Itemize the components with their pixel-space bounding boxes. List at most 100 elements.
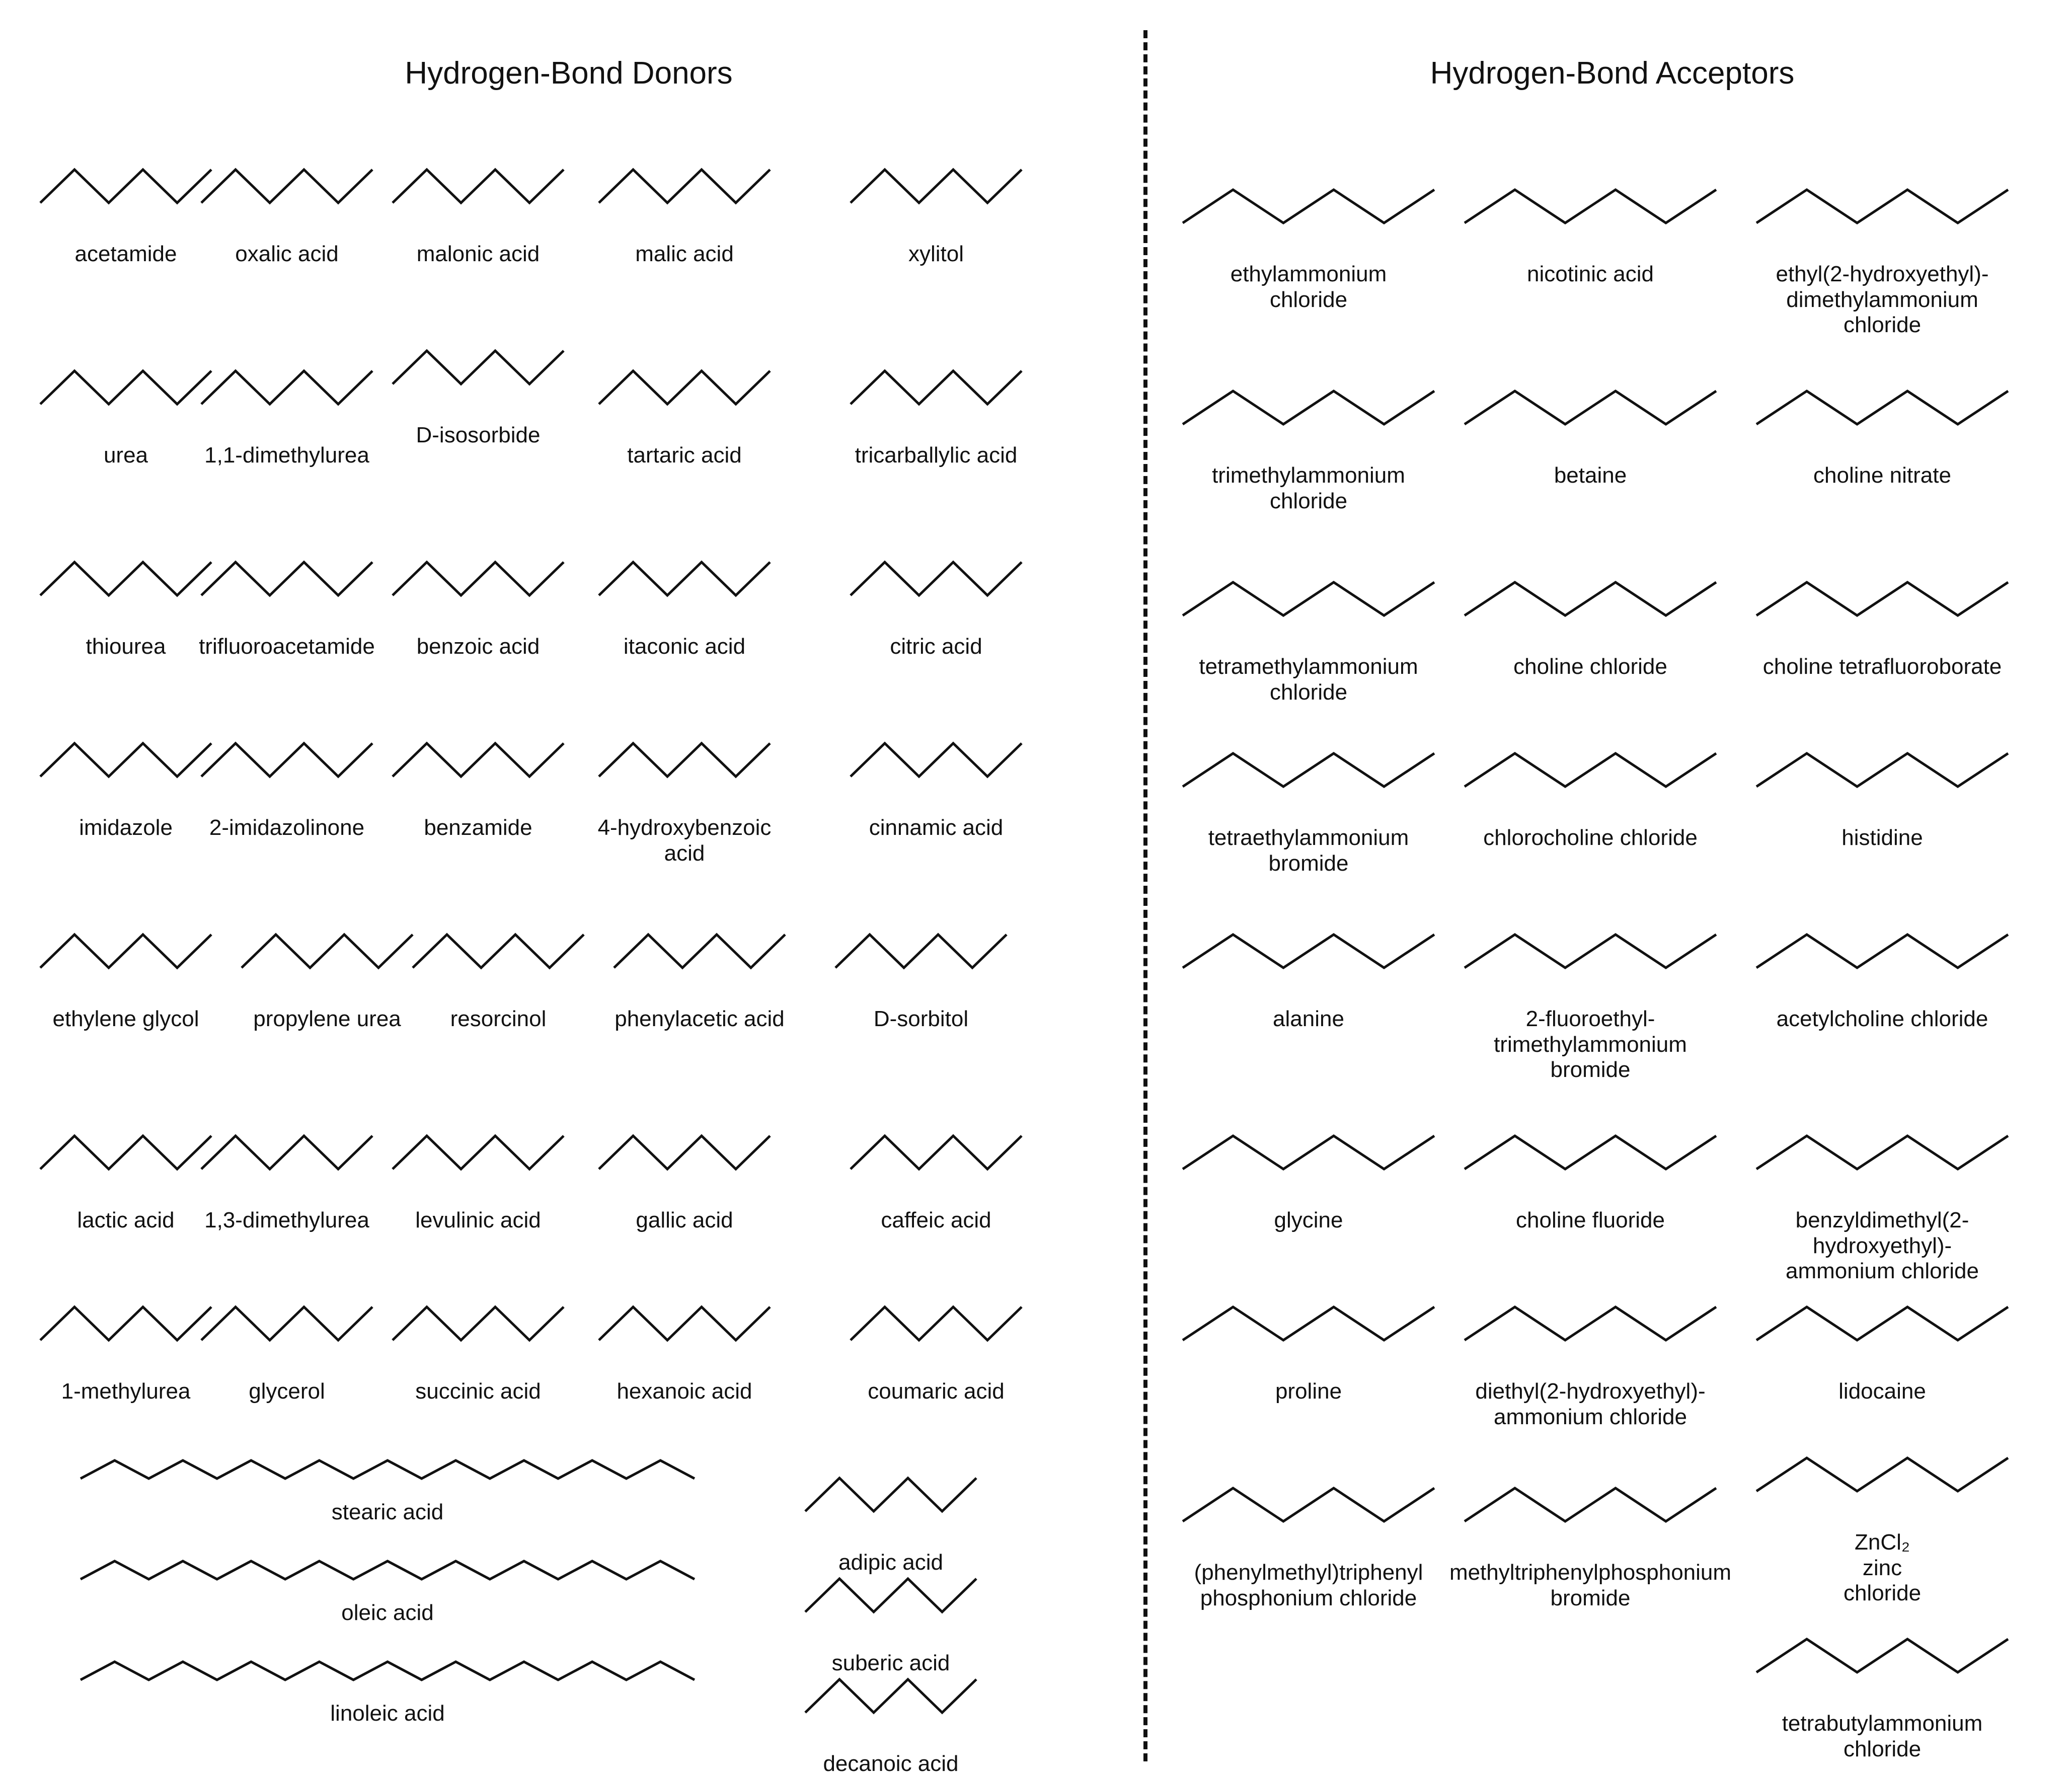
compound-label: lidocaine <box>1838 1379 1926 1404</box>
compound-label: glycine <box>1274 1208 1343 1232</box>
structure-icon <box>598 1305 771 1342</box>
compound-acceptors: 2-fluoroethyl- trimethylammonium bromide <box>1444 896 1736 1083</box>
compound-label: betaine <box>1554 463 1627 488</box>
compound-label: choline chloride <box>1513 654 1667 679</box>
compound-donors: malic acid <box>579 131 790 267</box>
structure-icon <box>392 349 565 386</box>
structure-icon <box>804 1677 977 1715</box>
compound-label: (phenylmethyl)triphenyl phosphonium chlo… <box>1194 1560 1423 1610</box>
compound-label: choline nitrate <box>1813 463 1951 488</box>
compound-label: cinnamic acid <box>869 815 1004 840</box>
structure-icon <box>598 741 771 779</box>
structure-icon <box>1182 752 1435 788</box>
compound-donors: tartaric acid <box>579 332 790 469</box>
compound-donors: lactic acid <box>20 1097 232 1233</box>
compound-donors: D-isosorbide <box>372 312 584 448</box>
structure-icon <box>1464 1134 1717 1171</box>
structure-icon <box>834 933 1008 970</box>
structure-icon <box>598 369 771 406</box>
compound-label: D-sorbitol <box>873 1007 969 1031</box>
compound-label: acetamide <box>74 242 177 266</box>
compound-label: urea <box>103 443 148 468</box>
compound-label: imidazole <box>79 815 173 840</box>
compound-acceptors: diethyl(2-hydroxyethyl)- ammonium chlori… <box>1444 1268 1736 1430</box>
structure-icon <box>39 933 212 970</box>
compound-acceptors: choline tetrafluoroborate <box>1736 544 2028 680</box>
structure-icon <box>613 933 786 970</box>
compound-acceptors: histidine <box>1736 715 2028 851</box>
compound-label: propylene urea <box>253 1007 401 1031</box>
compound-acceptors: methyltriphenylphosphonium bromide <box>1444 1449 1736 1611</box>
compound-label: malic acid <box>635 242 734 266</box>
compound-acceptors: tetramethylammonium chloride <box>1163 544 1454 705</box>
compound-acceptors: acetylcholine chloride <box>1736 896 2028 1032</box>
structure-icon <box>200 1305 373 1342</box>
compound-donors: citric acid <box>830 523 1042 660</box>
compound-label: hexanoic acid <box>617 1379 752 1404</box>
compound-acceptors: proline <box>1163 1268 1454 1405</box>
compound-label: benzyldimethyl(2-hydroxyethyl)- ammonium… <box>1786 1208 1979 1284</box>
structure-icon <box>1464 933 1717 969</box>
structure-icon <box>1182 1134 1435 1171</box>
compound-label: tricarballylic acid <box>855 443 1018 468</box>
compound-donors: stearic acid <box>60 1439 715 1525</box>
structure-icon <box>1755 933 2009 969</box>
compound-label: 4-hydroxybenzoic acid <box>597 815 772 866</box>
acceptors-title: Hydrogen-Bond Acceptors <box>1430 56 1795 91</box>
structure-icon <box>850 369 1023 406</box>
compound-label: 2-fluoroethyl- trimethylammonium bromide <box>1494 1007 1687 1082</box>
compound-label: histidine <box>1841 825 1923 850</box>
structure-icon <box>1464 1305 1717 1342</box>
compound-label: benzamide <box>424 815 532 840</box>
structure-icon <box>80 1560 696 1581</box>
compound-label: phenylacetic acid <box>615 1007 785 1031</box>
compound-label: tetraethylammonium bromide <box>1208 825 1409 876</box>
structure-icon <box>39 369 212 406</box>
structure-icon <box>1464 188 1717 224</box>
compound-acceptors: choline nitrate <box>1736 352 2028 489</box>
donors-title: Hydrogen-Bond Donors <box>405 56 733 91</box>
compound-donors: decanoic acid <box>785 1641 996 1777</box>
compound-donors: tricarballylic acid <box>830 332 1042 469</box>
compound-label: proline <box>1275 1379 1342 1404</box>
compound-label: ethyl(2-hydroxyethyl)- dimethylammonium … <box>1776 262 1989 338</box>
compound-donors: xylitol <box>830 131 1042 267</box>
compound-acceptors: glycine <box>1163 1097 1454 1233</box>
structure-icon <box>1464 581 1717 617</box>
compound-donors: 1-methylurea <box>20 1268 232 1405</box>
structure-icon <box>850 168 1023 205</box>
compound-donors: propylene urea <box>221 896 433 1032</box>
compound-label: adipic acid <box>838 1550 943 1575</box>
structure-icon <box>1464 752 1717 788</box>
compound-label: glycerol <box>249 1379 325 1404</box>
compound-label: ethylene glycol <box>52 1007 199 1031</box>
compound-label: acetylcholine chloride <box>1776 1007 1988 1031</box>
compound-donors: adipic acid <box>785 1439 996 1576</box>
compound-acceptors: alanine <box>1163 896 1454 1032</box>
compound-donors: phenylacetic acid <box>594 896 805 1032</box>
structure-icon <box>39 741 212 779</box>
structure-icon <box>392 560 565 597</box>
structure-icon <box>1182 581 1435 617</box>
compound-donors: thiourea <box>20 523 232 660</box>
structure-icon <box>392 168 565 205</box>
structure-icon <box>1755 752 2009 788</box>
compound-donors: caffeic acid <box>830 1097 1042 1233</box>
compound-acceptors: nicotinic acid <box>1444 151 1736 287</box>
dashed-divider <box>1143 30 1147 1761</box>
compound-label: alanine <box>1273 1007 1344 1031</box>
compound-donors: itaconic acid <box>579 523 790 660</box>
compound-donors: 2-imidazolinone <box>181 705 393 841</box>
compound-label: methyltriphenylphosphonium bromide <box>1449 1560 1732 1610</box>
compound-label: citric acid <box>890 634 982 659</box>
structure-icon <box>200 168 373 205</box>
structure-icon <box>1755 1456 2009 1493</box>
structure-icon <box>1464 1487 1717 1523</box>
compound-donors: malonic acid <box>372 131 584 267</box>
structure-icon <box>1755 1638 2009 1674</box>
compound-label: tetramethylammonium chloride <box>1199 654 1418 705</box>
compound-label: gallic acid <box>636 1208 733 1232</box>
structure-icon <box>200 1134 373 1171</box>
structure-icon <box>1182 933 1435 969</box>
compound-donors: cinnamic acid <box>830 705 1042 841</box>
